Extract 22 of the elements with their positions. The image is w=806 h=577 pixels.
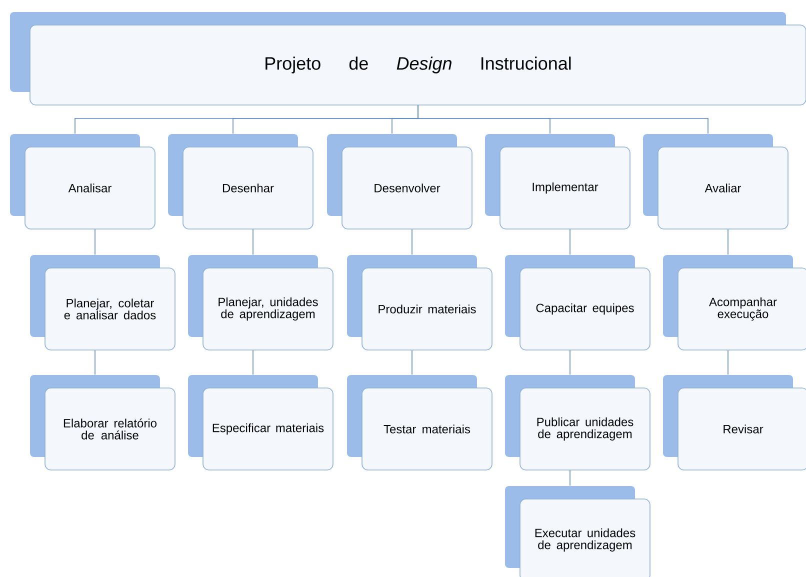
process-box: Avaliar: [643, 134, 788, 230]
process-box: Executar unidades de aprendizagem: [505, 486, 650, 577]
process-box: Desenhar: [168, 134, 314, 230]
process-box: Publicar unidades de aprendizagem: [505, 375, 650, 470]
process-box: Produzir materiais: [347, 255, 492, 350]
process-box: Testar materiais: [347, 375, 492, 470]
process-box: Planejar, coletar e analisar dados: [30, 255, 176, 350]
process-box: Planejar, unidades de aprendizagem: [188, 255, 334, 350]
connector-line: [418, 105, 708, 134]
title-box: Projeto de Design Instrucional: [10, 12, 806, 106]
process-box: Elaborar relatório de análise: [30, 375, 176, 470]
process-box: Capacitar equipes: [505, 255, 650, 350]
connector-line: [94, 229, 96, 255]
connector-line: [94, 350, 96, 375]
process-box: Acompanhar execução: [663, 255, 806, 350]
connector-line: [252, 229, 254, 255]
process-box: Analisar: [10, 134, 156, 230]
process-box: Desenvolver: [327, 134, 472, 230]
process-box: Implementar: [485, 134, 630, 230]
process-box: Revisar: [663, 375, 806, 470]
process-box: Especificar materiais: [188, 375, 334, 470]
connector-line: [252, 350, 254, 375]
